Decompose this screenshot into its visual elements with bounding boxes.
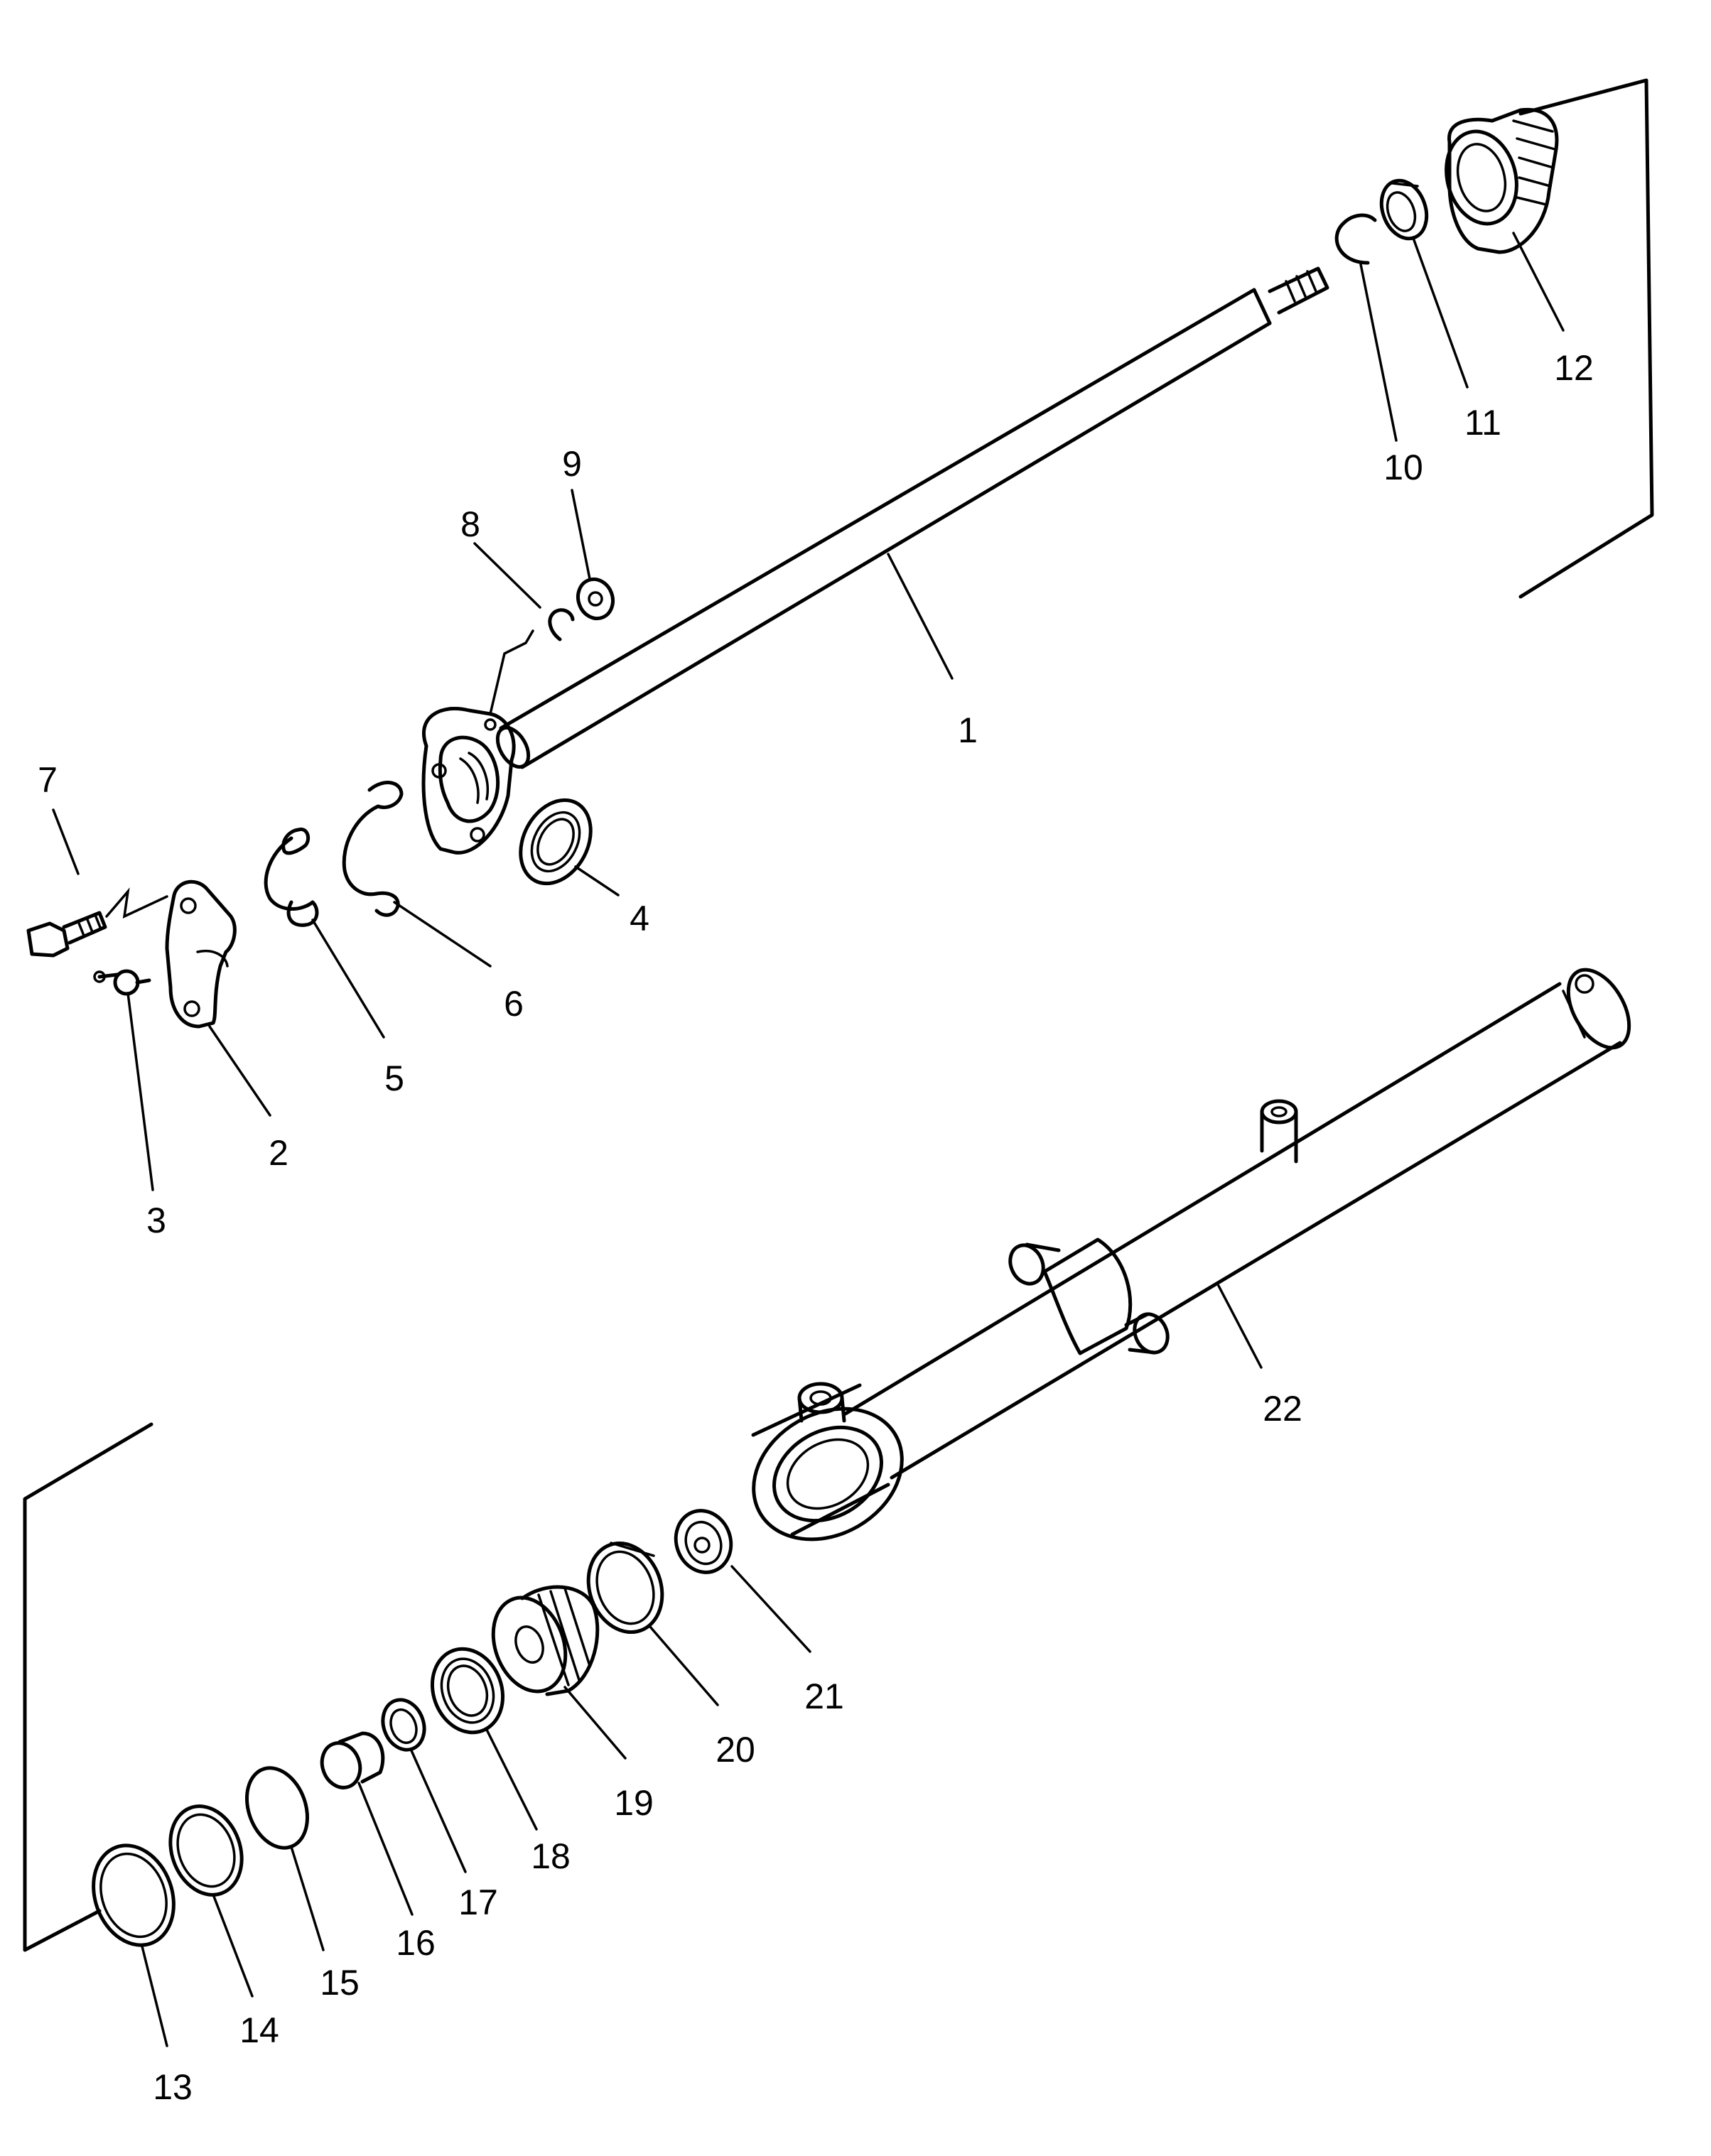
- leader-lines: [52, 232, 1565, 2047]
- group-bracket-lower: [23, 1422, 153, 1952]
- callout-10: 10: [1383, 448, 1423, 487]
- grease-fitting: [93, 969, 151, 996]
- callout-8: 8: [460, 504, 480, 544]
- callout-17: 17: [458, 1883, 498, 1922]
- callout-20: 20: [716, 1730, 755, 1770]
- callout-1: 1: [958, 710, 978, 750]
- callout-3: 3: [146, 1201, 166, 1240]
- callout-16: 16: [396, 1923, 436, 1963]
- group-bracket-upper: [1518, 78, 1654, 599]
- callout-2: 2: [269, 1133, 288, 1173]
- callout-labels: 1 2 3 4 5 6 7 8 9 10 11 12 13 14 15 16 1…: [38, 348, 1594, 2107]
- callout-5: 5: [384, 1058, 404, 1098]
- piston-nut: [674, 1509, 733, 1574]
- o-ring: [244, 1766, 310, 1850]
- piston-rod: [421, 266, 1329, 855]
- callout-11: 11: [1464, 403, 1501, 443]
- cap: [165, 879, 237, 1029]
- bolt: [26, 911, 107, 958]
- callout-6: 6: [504, 984, 524, 1024]
- callout-19: 19: [614, 1783, 654, 1823]
- dust-seal: [92, 1843, 176, 1947]
- retaining-ring: [548, 608, 575, 641]
- callout-15: 15: [320, 1963, 360, 2003]
- cylinder-tube: [751, 968, 1631, 1542]
- gland-nut: [1445, 107, 1559, 254]
- nut: [576, 577, 615, 621]
- shim-5: [264, 827, 319, 927]
- seal: [519, 798, 593, 886]
- callout-14: 14: [239, 2010, 279, 2050]
- bushing: [1379, 178, 1429, 241]
- callout-7: 7: [38, 760, 58, 800]
- wear-ring: [430, 1647, 505, 1735]
- collar: [586, 1541, 664, 1635]
- callout-21: 21: [804, 1676, 844, 1716]
- callout-13: 13: [153, 2067, 193, 2107]
- snap-ring: [1334, 213, 1377, 265]
- backup-ring: [168, 1804, 244, 1897]
- callout-22: 22: [1263, 1389, 1302, 1429]
- callout-18: 18: [531, 1836, 571, 1876]
- rod-bushing: [381, 1698, 426, 1752]
- bushing-sleeve: [320, 1731, 385, 1789]
- piston: [491, 1585, 600, 1696]
- callout-4: 4: [630, 899, 649, 938]
- callout-12: 12: [1554, 348, 1594, 388]
- shim-6: [342, 781, 404, 917]
- callout-9: 9: [562, 444, 582, 484]
